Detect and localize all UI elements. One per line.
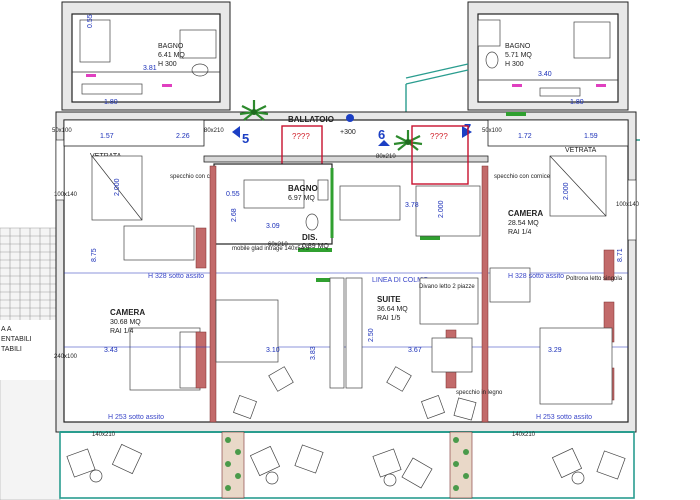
specchio-left: specchio con cornice [170, 174, 227, 180]
bagno-tl-area: 6.41 MQ [158, 52, 185, 59]
side-text-b: ENTABILI [1, 336, 32, 343]
dim-329: 3.29 [548, 347, 562, 354]
camera-right-name: CAMERA [508, 209, 543, 218]
bagno-tr-area: 5.71 MQ [505, 52, 532, 59]
outdoor-chair-icon [66, 443, 626, 489]
dim-2000-b: 2.000 [438, 200, 445, 218]
bagno-center-area: 6.97 MQ [288, 195, 315, 202]
suite-area: 36.64 MQ [377, 306, 408, 313]
bagno-center-name: BAGNO [288, 184, 318, 193]
camera-right-furniture [489, 155, 613, 405]
door-60x210: 60x210 [268, 242, 288, 248]
dis-name: DIS. [302, 233, 318, 242]
dim-250: 2.50 [368, 328, 375, 342]
left-terrace-hatch [0, 227, 61, 500]
bagno-center-room [213, 112, 526, 282]
plant-icon [239, 100, 269, 121]
camera-left-name: CAMERA [110, 308, 145, 317]
dim-268: 2.68 [231, 208, 238, 222]
h253-left: H 253 sotto assito [108, 414, 164, 421]
armchair-icon [233, 366, 477, 421]
camera-left-area: 30.68 MQ [110, 319, 141, 326]
ballatoio-strip [63, 119, 629, 163]
specchio-legno: specchio in legno [456, 390, 503, 396]
camera-right-rai: RAI 1/4 [508, 229, 531, 236]
h328-right: H 328 sotto assito [508, 273, 564, 280]
dim-310: 3.10 [266, 347, 280, 354]
side-text-c: TABILI [1, 346, 22, 353]
dim-367: 3.67 [408, 347, 422, 354]
dim-172: 1.72 [518, 133, 532, 140]
win-50x100-right: 50x100 [482, 128, 502, 134]
dim-226: 2.26 [176, 133, 190, 140]
door-80x210-right: 80x210 [376, 154, 396, 160]
bagno-tr-height: H 300 [505, 61, 524, 68]
question-left: ???? [292, 132, 310, 141]
marker-5: 5 [232, 126, 249, 146]
dim-055-a: 0.55 [87, 14, 94, 28]
bagno-tr-name: BAGNO [505, 43, 531, 50]
svg-text:6: 6 [378, 127, 385, 142]
dis-area: 0.89 MQ [302, 243, 329, 250]
door-80x210-left: 80x210 [204, 128, 224, 134]
suite-name: SUITE [377, 295, 401, 304]
bagno-tl-name: BAGNO [158, 43, 184, 50]
plant-icon [393, 130, 423, 151]
h253-right: H 253 sotto assito [536, 414, 592, 421]
bagno-top-right-room [467, 1, 629, 111]
ballatoio-level: +300 [340, 129, 356, 136]
mobile-glad: mobile glad intrage 140x54.5 [232, 246, 310, 252]
h328-left: H 328 sotto assito [148, 273, 204, 280]
marker-6: 6 [378, 127, 390, 146]
bagno-top-left-room [61, 1, 231, 111]
dim-2000-a: 2.000 [114, 178, 121, 196]
question-right: ???? [430, 132, 448, 141]
dim-875-a: 8.75 [91, 248, 98, 262]
suite-furniture [215, 185, 481, 373]
suite-rai: RAI 1/5 [377, 315, 400, 322]
linea-di-colmo: LINEA DI COLMO [372, 277, 429, 284]
side-text-a: A A [1, 326, 12, 333]
win-240x100: 240x100 [54, 354, 78, 360]
specchio-right: specchio con cornice [494, 174, 551, 180]
svg-text:5: 5 [242, 131, 249, 146]
dim-159: 1.59 [584, 133, 598, 140]
ballatoio-label: BALLATOIO [288, 115, 334, 124]
dim-381: 3.81 [143, 65, 157, 72]
marker-7: 7 [462, 121, 472, 138]
dim-180-a: 1.80 [104, 99, 118, 106]
door-140x210-left: 140x210 [92, 432, 116, 438]
dim-383: 3.83 [310, 346, 317, 360]
win-50x100-left: 50x100 [52, 128, 72, 134]
dim-378: 3.78 [405, 202, 419, 209]
dim-157: 1.57 [100, 133, 114, 140]
door-140x210-right: 140x210 [512, 432, 536, 438]
vetrata-right-label: VETRATA [565, 147, 597, 154]
poltrona-letto: Poltrona letto singola [566, 276, 623, 282]
unknown-box-right [411, 125, 469, 185]
win-100x140-right: 100x140 [616, 202, 640, 208]
win-100x140-left: 100x140 [54, 192, 78, 198]
camera-right-area: 28.54 MQ [508, 220, 539, 227]
planter-boxes [221, 431, 473, 499]
dim-340: 3.40 [538, 71, 552, 78]
dim-871: 8.71 [617, 248, 624, 262]
level-marker-icon [346, 114, 354, 122]
bagno-tl-height: H 300 [158, 61, 177, 68]
dim-180-b: 1.80 [570, 99, 584, 106]
camera-left-rai: RAI 1/4 [110, 328, 133, 335]
dim-055-b: 0.55 [226, 191, 240, 198]
bottom-terrace [59, 431, 635, 499]
dim-343: 3.43 [104, 347, 118, 354]
divano-letto: Divano letto 2 piazze [419, 284, 475, 290]
dim-309: 3.09 [266, 223, 280, 230]
dim-2000-c: 2.000 [563, 182, 570, 200]
camera-left-furniture [91, 155, 207, 391]
